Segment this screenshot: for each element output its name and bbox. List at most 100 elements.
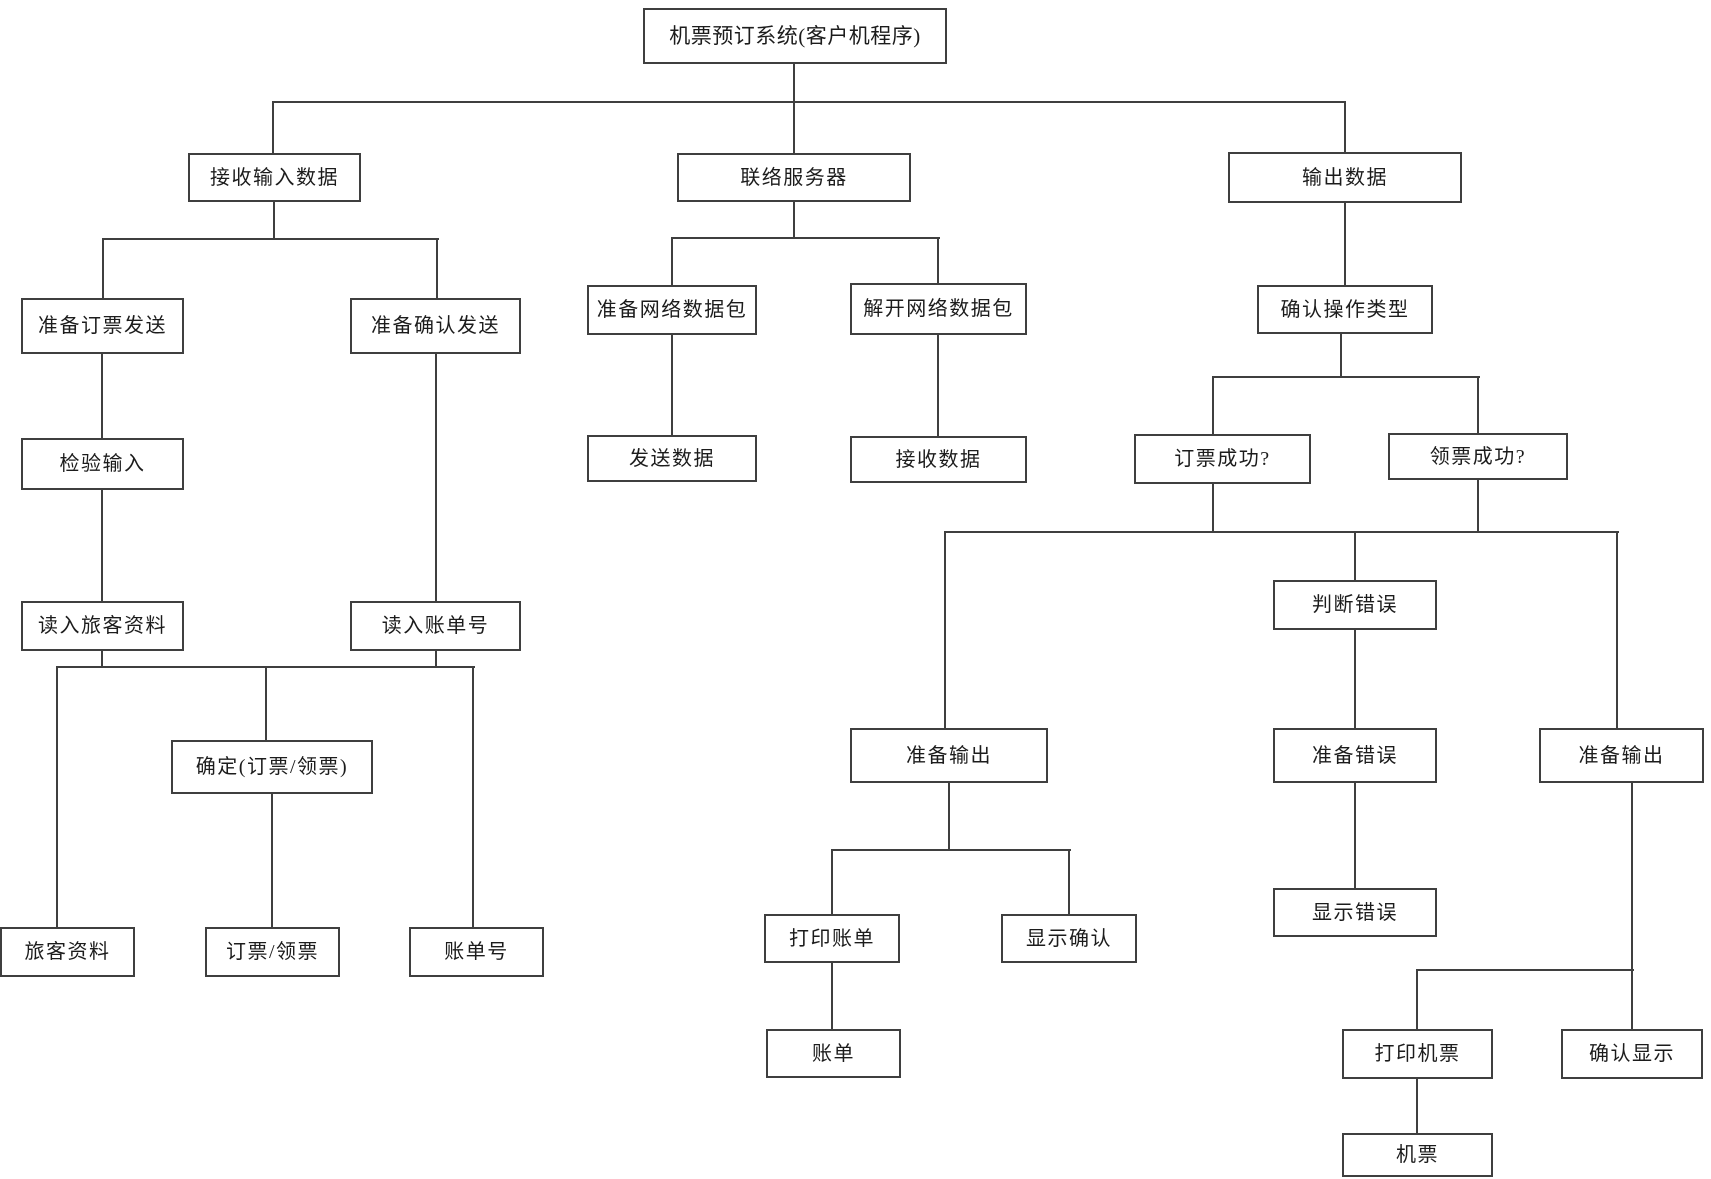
node-label: 读入旅客资料 <box>38 615 167 637</box>
node-label: 显示确认 <box>1026 927 1112 950</box>
connector-line <box>1416 969 1634 971</box>
connector-line <box>1212 377 1214 434</box>
connector-line <box>1477 377 1479 433</box>
node-booking-or-ticket: 订票/领票 <box>205 927 340 977</box>
node-ticket-booking-system: 机票预订系统(客户机程序) <box>643 8 947 64</box>
node-prep-net-packet: 准备网络数据包 <box>587 285 757 335</box>
node-output-data: 输出数据 <box>1228 152 1462 203</box>
node-prep-output-right: 准备输出 <box>1539 728 1704 783</box>
connector-line <box>1354 783 1356 888</box>
node-label: 准备输出 <box>906 744 992 767</box>
node-label: 准备网络数据包 <box>596 299 748 321</box>
connector-line <box>1212 484 1214 532</box>
node-confirm-op-type: 确认操作类型 <box>1257 285 1433 334</box>
connector-line <box>937 238 939 283</box>
node-prep-error: 准备错误 <box>1273 728 1437 783</box>
connector-line <box>944 532 946 728</box>
connector-line <box>1354 630 1356 728</box>
node-bill-no: 账单号 <box>409 927 544 977</box>
node-label: 发送数据 <box>629 447 715 470</box>
connector-line <box>1344 203 1346 285</box>
connector-line <box>831 849 1071 851</box>
node-prep-booking-send: 准备订票发送 <box>21 298 184 354</box>
node-contact-server: 联络服务器 <box>677 153 911 202</box>
node-print-bill: 打印账单 <box>764 914 900 963</box>
node-judge-error: 判断错误 <box>1273 580 1437 630</box>
connector-line <box>102 238 439 240</box>
connector-line <box>1616 532 1618 728</box>
connector-line <box>272 102 274 153</box>
connector-line <box>948 783 950 850</box>
connector-line <box>1068 850 1070 914</box>
node-label: 检验输入 <box>59 453 146 475</box>
node-label: 输出数据 <box>1302 166 1388 189</box>
node-confirm-display: 确认显示 <box>1561 1029 1703 1079</box>
node-display-confirm: 显示确认 <box>1001 914 1137 963</box>
node-label: 接收数据 <box>895 448 982 471</box>
node-label: 准备错误 <box>1312 744 1398 767</box>
connector-line <box>271 794 273 927</box>
node-print-ticket: 打印机票 <box>1342 1029 1493 1079</box>
node-unpack-net-packet: 解开网络数据包 <box>850 283 1027 335</box>
node-label: 机票 <box>1396 1144 1439 1166</box>
node-label: 准备确认发送 <box>371 315 500 337</box>
connector-line <box>472 667 474 927</box>
node-check-input: 检验输入 <box>21 438 184 490</box>
node-label: 账单号 <box>444 941 509 963</box>
node-label: 判断错误 <box>1312 594 1398 616</box>
connector-line <box>1354 532 1356 580</box>
connector-line <box>101 354 103 438</box>
node-label: 打印机票 <box>1374 1043 1461 1065</box>
connector-line <box>272 101 1346 103</box>
connector-line <box>831 963 833 1029</box>
node-label: 解开网络数据包 <box>863 298 1014 320</box>
node-label: 确认操作类型 <box>1280 298 1410 321</box>
node-label: 准备输出 <box>1578 744 1665 767</box>
connector-line <box>831 850 833 914</box>
node-read-bill-no: 读入账单号 <box>350 601 521 651</box>
connector-line <box>1416 1079 1418 1133</box>
node-label: 确认显示 <box>1589 1043 1675 1065</box>
connector-line <box>1340 334 1342 377</box>
node-confirm-booking-or-ticket: 确定(订票/领票) <box>171 740 373 794</box>
connector-line <box>101 651 103 667</box>
connector-line <box>101 490 103 601</box>
node-label: 打印账单 <box>789 927 875 950</box>
node-label: 机票预订系统(客户机程序) <box>669 23 921 48</box>
node-prep-confirm-send: 准备确认发送 <box>350 298 521 354</box>
connector-line <box>1344 102 1346 152</box>
node-label: 显示错误 <box>1312 901 1398 924</box>
connector-line <box>793 202 795 238</box>
connector-line <box>273 202 275 239</box>
connector-line <box>435 651 437 667</box>
node-bill: 账单 <box>766 1029 901 1078</box>
connector-line <box>102 239 104 298</box>
node-read-passenger-info: 读入旅客资料 <box>21 601 184 651</box>
connector-line <box>671 238 673 285</box>
node-send-data: 发送数据 <box>587 435 757 482</box>
connector-line <box>793 64 795 102</box>
node-ticket: 机票 <box>1342 1133 1493 1177</box>
node-label: 确定(订票/领票) <box>195 756 349 778</box>
connector-line <box>435 354 437 601</box>
node-label: 联络服务器 <box>740 166 848 189</box>
node-ticket-success: 领票成功? <box>1388 433 1568 480</box>
node-label: 账单 <box>812 1042 855 1065</box>
node-display-error: 显示错误 <box>1273 888 1437 937</box>
node-label: 订票成功? <box>1174 448 1271 470</box>
connector-line <box>793 102 795 153</box>
node-label: 读入账单号 <box>381 615 490 637</box>
connector-line <box>944 531 1619 533</box>
node-label: 领票成功? <box>1429 445 1527 468</box>
connector-line <box>265 667 267 740</box>
connector-line <box>1416 970 1418 1029</box>
node-receive-input-data: 接收输入数据 <box>188 153 361 202</box>
node-label: 旅客资料 <box>24 941 111 963</box>
node-label: 接收输入数据 <box>210 166 339 189</box>
node-label: 订票/领票 <box>225 941 320 963</box>
node-receive-data: 接收数据 <box>850 436 1027 483</box>
node-passenger-info: 旅客资料 <box>0 927 135 977</box>
connector-line <box>937 335 939 436</box>
node-prep-output-left: 准备输出 <box>850 728 1048 783</box>
